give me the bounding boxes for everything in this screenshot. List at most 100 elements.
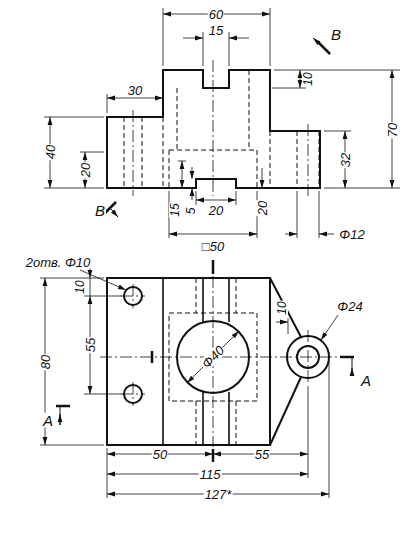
drawing-stroke xyxy=(80,270,126,290)
drawing-stroke xyxy=(196,401,197,445)
drawing-stroke xyxy=(133,284,134,308)
drawing-stroke xyxy=(169,150,170,188)
dimension-label: 70 xyxy=(386,122,399,138)
drawing-stroke xyxy=(270,8,271,66)
section-arrows xyxy=(110,38,322,217)
drawing-stroke xyxy=(202,392,204,445)
dimension-label: 40 xyxy=(44,144,57,160)
drawing-stroke xyxy=(192,188,193,200)
drawing-stroke xyxy=(228,278,230,322)
dimension-label: 10 xyxy=(276,300,288,315)
drawing-stroke xyxy=(196,200,236,201)
drawing-stroke xyxy=(270,377,301,445)
drawing-stroke xyxy=(202,278,204,322)
drawing-stroke xyxy=(262,168,263,188)
dimension-lines xyxy=(45,266,338,494)
drawing-stroke xyxy=(163,117,164,188)
drawing-stroke xyxy=(110,208,118,217)
drawing-stroke xyxy=(90,278,91,296)
dimension-label: □50 xyxy=(201,240,225,253)
dimension-label: 80 xyxy=(39,354,52,370)
drawing-stroke xyxy=(183,38,203,39)
dimension-label: 5 xyxy=(185,207,197,216)
drawing-stroke xyxy=(236,401,237,445)
drawing-stroke xyxy=(319,131,320,188)
front-view xyxy=(44,8,400,238)
drawing-stroke xyxy=(169,234,257,235)
drawing-stroke xyxy=(329,360,330,498)
dimension-label: 20 xyxy=(256,200,269,216)
drawing-stroke xyxy=(313,38,322,46)
dimension-lines xyxy=(50,14,392,234)
dimension-label: 30 xyxy=(127,84,143,97)
drawing-stroke xyxy=(107,94,108,113)
plan-view xyxy=(40,260,354,498)
dimension-label: Φ40 xyxy=(199,343,228,372)
section-marks xyxy=(104,42,330,214)
dimension-label: 50 xyxy=(152,448,168,461)
drawing-stroke xyxy=(203,32,204,66)
drawing-stroke xyxy=(60,406,61,425)
drawing-stroke xyxy=(80,152,104,153)
dimension-label: Φ24 xyxy=(336,300,363,313)
drawing-stroke xyxy=(60,414,61,425)
dimension-label: Φ12 xyxy=(338,228,365,241)
drawing-stroke xyxy=(133,110,134,196)
drawing-stroke xyxy=(192,167,193,179)
drawing-stroke xyxy=(163,278,229,445)
dimension-label: 127* xyxy=(204,488,233,501)
drawing-stroke xyxy=(236,191,237,205)
drawing-stroke xyxy=(308,330,309,384)
dimension-label: 55 xyxy=(254,448,270,461)
drawing-stroke xyxy=(107,70,320,188)
center-lines xyxy=(133,60,308,196)
drawing-stroke xyxy=(272,88,306,89)
drawing-stroke xyxy=(319,234,334,235)
drawing-stroke xyxy=(40,278,104,279)
extension-lines xyxy=(44,8,400,238)
drawing-stroke xyxy=(308,386,309,478)
dimension-label: 115 xyxy=(199,468,222,481)
drawing-stroke xyxy=(236,278,237,313)
drawing-stroke xyxy=(352,357,353,376)
dimension-label: 15 xyxy=(169,202,181,217)
dimension-label: 10 xyxy=(74,279,86,294)
drawing-stroke xyxy=(133,382,134,406)
drawing-stroke xyxy=(212,449,215,462)
drawing-stroke xyxy=(124,117,125,188)
drawing-stroke xyxy=(300,70,301,88)
drawing-stroke xyxy=(44,117,104,118)
drawing-stroke xyxy=(44,188,104,189)
drawing-stroke xyxy=(56,405,70,408)
drawing-stroke xyxy=(182,161,183,188)
drawing-stroke xyxy=(229,32,230,66)
drawing-stroke xyxy=(308,124,309,196)
section-marks xyxy=(56,260,354,462)
drawing-stroke xyxy=(257,150,258,188)
dimension-label: 60 xyxy=(208,8,224,21)
drawing-stroke xyxy=(213,60,214,196)
dimension-label: 55 xyxy=(84,337,97,353)
extension-lines xyxy=(40,278,329,498)
section-letter: B xyxy=(330,27,342,42)
drawing-stroke xyxy=(270,131,271,188)
drawing-stroke xyxy=(324,131,351,132)
dimension-label: 10 xyxy=(302,71,314,86)
drawing-stroke xyxy=(107,448,108,498)
drawing-stroke xyxy=(151,351,154,363)
drawing-stroke xyxy=(177,88,178,150)
drawing-stroke xyxy=(107,278,270,445)
drawing-stroke xyxy=(249,70,250,150)
drawing-stroke xyxy=(196,278,197,313)
drawing-stroke xyxy=(187,331,239,383)
drawing-stroke xyxy=(274,70,400,71)
section-letter: B xyxy=(94,203,106,218)
drawing-stroke xyxy=(163,8,164,66)
drawing-stroke xyxy=(285,234,297,235)
dimension-label: 20 xyxy=(79,162,92,178)
drawing-stroke xyxy=(321,315,338,340)
section-letter: A xyxy=(360,373,372,388)
drawing-stroke xyxy=(228,392,230,445)
drawing-stroke xyxy=(270,278,301,337)
